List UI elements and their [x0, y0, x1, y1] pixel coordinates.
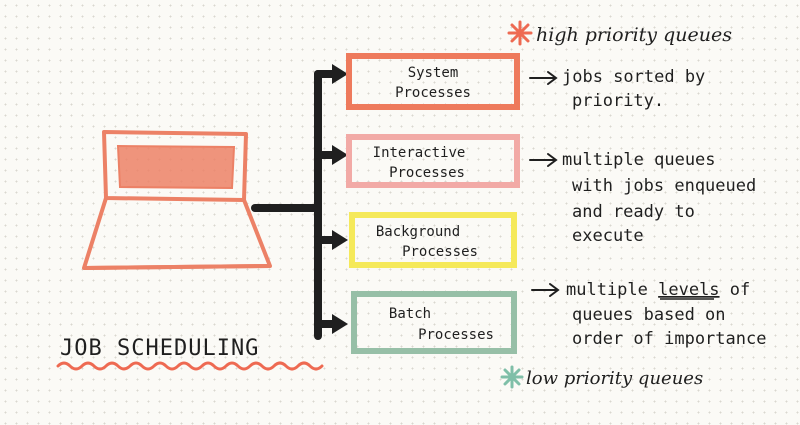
- system-box-line2: Processes: [395, 85, 471, 101]
- batch-processes-box: Batch Processes: [351, 291, 517, 354]
- interactive-note: multiple queues with jobs enqueued and r…: [562, 150, 756, 246]
- interactive-processes-box: Interactive Processes: [346, 134, 520, 188]
- note-arrows: [529, 71, 560, 297]
- diagram-title: JOB SCHEDULING: [60, 336, 259, 361]
- system-note-line2: priority.: [572, 91, 664, 111]
- high-priority-star-icon: [507, 20, 533, 46]
- interactive-box-line2: Processes: [389, 165, 465, 181]
- batch-box-line1: Batch: [389, 306, 431, 322]
- batch-note: multiple levels of queues based on order…: [566, 280, 766, 349]
- title-squiggle-underline: [56, 361, 324, 371]
- background-box-line1: Background: [376, 224, 460, 240]
- batch-note-levels: levels: [658, 280, 719, 300]
- high-priority-label: high priority queues: [536, 24, 732, 46]
- arrow-heads: [332, 64, 348, 334]
- interactive-note-line4: execute: [572, 226, 644, 246]
- interactive-box-line1: Interactive: [373, 145, 466, 161]
- background-box-line2: Processes: [402, 244, 478, 260]
- low-priority-legend: low priority queues: [500, 365, 703, 389]
- system-box-line1: System: [408, 65, 459, 81]
- batch-note-prefix: multiple: [566, 280, 658, 300]
- laptop-icon: [82, 130, 272, 270]
- low-priority-label: low priority queues: [526, 368, 703, 389]
- background-processes-box: Background Processes: [349, 212, 517, 268]
- batch-note-line2: queues based on: [572, 305, 726, 325]
- system-note-line1: jobs sorted by: [562, 67, 705, 87]
- connector-arrows: [251, 70, 339, 340]
- batch-note-line1: multiple levels of: [566, 280, 750, 300]
- batch-note-suffix: of: [720, 280, 751, 300]
- system-note: jobs sorted by priority.: [562, 67, 705, 111]
- high-priority-legend: high priority queues: [507, 20, 732, 46]
- batch-note-line3: order of importance: [572, 329, 766, 349]
- interactive-note-line1: multiple queues: [562, 150, 716, 170]
- batch-box-line2: Processes: [418, 327, 494, 343]
- interactive-note-line2: with jobs enqueued: [572, 176, 756, 196]
- interactive-note-line3: and ready to: [572, 202, 695, 222]
- diagram-title-group: JOB SCHEDULING: [56, 336, 324, 371]
- low-priority-star-icon: [500, 365, 524, 389]
- system-processes-box: System Processes: [346, 53, 520, 110]
